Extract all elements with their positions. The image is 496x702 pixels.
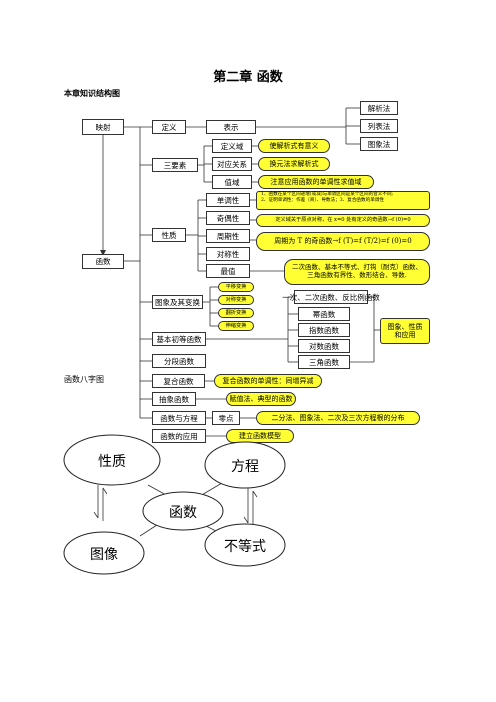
composite-node: 复合函数 [152,374,205,388]
abstract-note: 赋值法、典型的函数 [226,392,296,406]
composite-note: 复合函数的单调性：同增异减 [214,374,322,388]
page-title: 第二章 函数 [213,70,283,85]
range-node: 值域 [212,175,252,189]
application-note: 建立函数模型 [226,429,294,443]
node-properties: 性质 [98,454,126,470]
correspondence-node: 对应关系 [212,157,252,171]
domain-note: 使解析式有意义 [258,139,330,153]
mapping-node: 映射 [82,119,124,135]
elementary-trigonometric: 三角函数 [298,355,350,369]
node-inequality: 不等式 [224,539,266,555]
zero-point-node: 零点 [212,411,240,425]
ellipse-graph [63,531,145,575]
domain-node: 定义域 [212,139,252,153]
correspondence-note: 换元法求解析式 [258,157,330,171]
properties-node: 性质 [152,228,186,242]
ellipse-inequality [204,523,286,567]
extremum-note: 二次函数、基本不等式、打钩（耐克）函数、三角函数有界性、数形结合、导数. [284,259,430,285]
definition-node: 定义 [152,120,186,134]
transform-translate: 平移变换 [218,282,254,292]
elementary-note: 图象、性质和应用 [380,318,430,344]
section-subtitle: 本章知识结构图 [64,89,120,98]
monotonicity-node: 单调性 [206,193,250,207]
ellipse-properties [63,434,161,486]
rep-table: 列表法 [360,119,398,133]
elementary-exponential: 指数函数 [298,323,350,337]
rep-analytic: 解析法 [360,101,398,115]
transform-flip: 翻折变换 [218,308,254,318]
extremum-node: 最值 [206,264,250,278]
periodicity-node: 周期性 [206,229,250,243]
graph-transform-node: 图象及其变换 [152,295,203,309]
function-node: 函数 [82,254,124,269]
basic-elementary-node: 基本初等函数 [152,332,206,346]
node-equation: 方程 [231,459,259,475]
symmetry-node: 对称性 [206,247,250,261]
monotonicity-note-line-2: 2、证明单调性：作差（商）、导数法；3、复合函数的单调性 [261,197,384,203]
node-function: 函数 [169,505,197,521]
monotonicity-note: 1、函数在某个区间递增(或减)与单调区间是某个区间的含义不同; 2、证明单调性：… [256,191,430,210]
application-node: 函数的应用 [152,429,206,443]
parity-note: 定义域关于原点对称，在 x=0 处有定义的奇函数→f (0)=0 [256,214,430,227]
piecewise-node: 分段函数 [152,354,206,368]
parity-node: 奇偶性 [206,211,250,225]
elementary-linear-quadratic: 一次、二次函数、反比例函数 [282,290,380,304]
elementary-logarithmic: 对数函数 [298,339,350,353]
elementary-power: 幂函数 [298,307,350,321]
three-elements-node: 三要素 [152,158,198,172]
periodicity-note: 周期为 T 的奇函数→f (T)=f (T/2)=f (0)=0 [256,232,430,251]
rep-graph: 图象法 [360,137,398,151]
eight-diagram-label: 函数八字图 [64,375,104,384]
zero-note: 二分法、图象法、二次及三次方程根的分布 [256,411,420,425]
ellipse-function [142,491,224,531]
transform-symmetry: 对称变换 [218,295,254,305]
monotonicity-note-line-1: 1、函数在某个区间递增(或减)与单调区间是某个区间的含义不同; [261,192,394,197]
equation-node: 函数与方程 [152,411,206,425]
transform-stretch: 伸缩变换 [218,321,254,331]
range-note: 注意应用函数的单调性求值域 [258,175,374,189]
node-graph: 图像 [90,547,118,563]
abstract-node: 抽象函数 [152,392,196,406]
representation-node: 表示 [206,120,256,134]
ellipse-equation [204,441,286,489]
